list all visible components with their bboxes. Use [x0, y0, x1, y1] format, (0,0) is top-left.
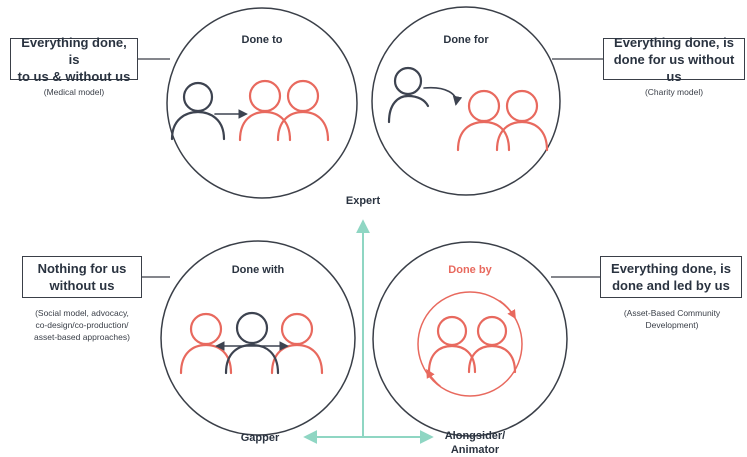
title-done-to: Done to: [241, 34, 283, 46]
note-line: asset-based approaches): [34, 332, 130, 342]
note-line: Development): [645, 320, 699, 330]
arrow-for-people: [423, 86, 463, 106]
note-line: (Social model, advocacy,: [35, 308, 129, 318]
person-group-red-icon: [238, 79, 330, 142]
axis-label-line: Alongsider/: [444, 430, 506, 442]
box-line: to us & without us: [17, 68, 131, 84]
axis-label-line: Animator: [450, 444, 500, 456]
note-line: co-design/co-production/: [35, 320, 129, 330]
box-line: done and led by us: [612, 278, 730, 293]
axis-label-gapper: Gapper: [240, 432, 280, 444]
circle-done-by: [372, 241, 568, 437]
title-done-with: Done with: [231, 264, 285, 276]
note-done-to: (Medical model): [14, 86, 134, 98]
done-by-people: [417, 291, 523, 397]
done-to-people: [170, 79, 330, 142]
box-done-with: Nothing for us without us: [22, 256, 142, 298]
note-line: (Medical model): [43, 87, 105, 97]
box-line: without us: [49, 278, 115, 293]
box-line: Everything done, is: [614, 34, 734, 50]
title-done-for: Done for: [443, 34, 489, 46]
box-line: Nothing for us: [37, 261, 127, 276]
box-line: Everything done, is: [611, 261, 731, 276]
note-done-with: (Social model, advocacy, co-design/co-pr…: [12, 307, 152, 343]
note-line: (Asset-Based Community: [623, 308, 721, 318]
cycle-arrow-top: [499, 300, 516, 320]
person-expert-icon: [170, 81, 226, 141]
circle-done-with: [160, 240, 356, 436]
axis-label-alongsider: Alongsider/ Animator: [430, 429, 520, 457]
title-done-by: Done by: [448, 264, 492, 276]
note-done-for: (Charity model): [612, 86, 736, 98]
circle-done-to: [166, 7, 358, 199]
note-line: (Charity model): [644, 87, 704, 97]
person-group-red-icon: [427, 315, 517, 374]
person-group-red-icon: [456, 89, 549, 152]
done-for-people: [387, 66, 549, 152]
person-helper-icon: [387, 66, 430, 124]
circle-done-for: [371, 6, 561, 196]
note-done-by: (Asset-Based Community Development): [610, 307, 734, 331]
box-line: done for us without us: [613, 51, 735, 84]
axis-label-expert: Expert: [345, 195, 381, 207]
box-done-by: Everything done, is done and led by us: [600, 256, 742, 298]
done-with-people: [179, 311, 324, 375]
box-line: Everything done, is: [21, 34, 127, 67]
cycle-ring: [417, 291, 523, 397]
